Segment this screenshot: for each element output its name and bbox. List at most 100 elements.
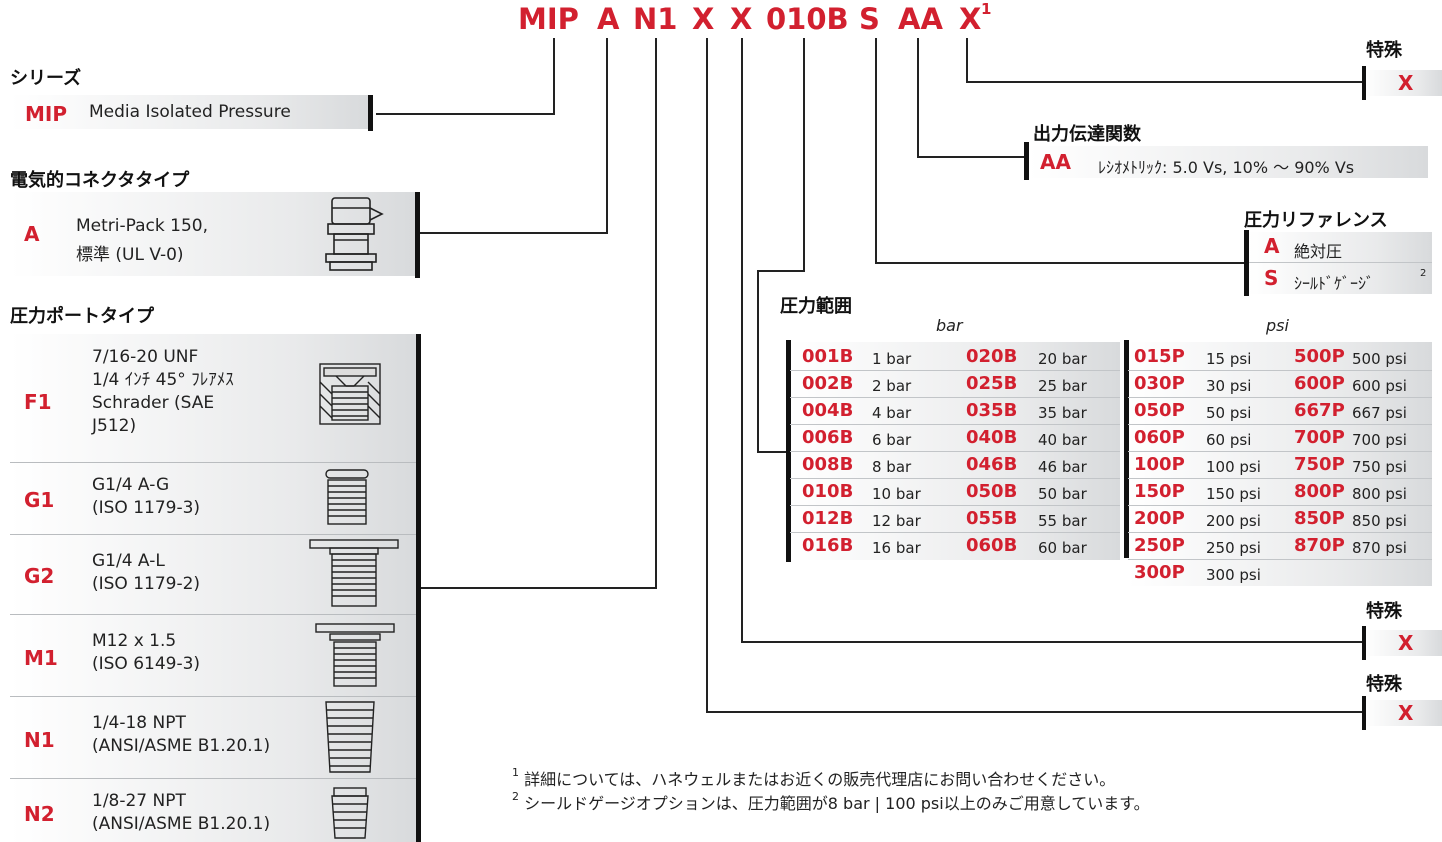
connector-line [420, 232, 608, 234]
output-heading: 出力伝達関数 [1033, 124, 1141, 145]
range-code: 870P [1294, 535, 1345, 556]
range-code: 055B [966, 508, 1018, 529]
connector-line [917, 156, 1025, 158]
range-value: 300 psi [1206, 566, 1261, 584]
range-code: 250P [1134, 535, 1185, 556]
range-code: 667P [1294, 400, 1345, 421]
connector-line [606, 38, 608, 233]
connector-line [917, 38, 919, 157]
reference-description-s: ｼｰﾙﾄﾞｹﾞｰｼﾞ [1294, 274, 1375, 293]
reference-heading: 圧力リファレンス [1244, 210, 1388, 231]
series-code: MIP [25, 102, 68, 126]
range-code: 046B [966, 454, 1018, 475]
connector-line [803, 38, 805, 271]
footnote-1: 1 詳細については、ハネウェルまたはお近くの販売代理店にお問い合わせください。 [512, 766, 1115, 790]
flare-port-icon [319, 363, 381, 425]
code-reference: S [859, 2, 880, 36]
range-value: 2 bar [872, 377, 912, 395]
range-code: 750P [1294, 454, 1345, 475]
range-code: 100P [1134, 454, 1185, 475]
code-footnote-mark: 1 [981, 0, 992, 18]
range-code: 150P [1134, 481, 1185, 502]
connector-line [741, 38, 743, 642]
connector-line [758, 270, 805, 272]
footnote-1-text: 詳細については、ハネウェルまたはお近くの販売代理店にお問い合わせください。 [524, 770, 1116, 789]
range-psi-table [1128, 342, 1432, 586]
range-value: 870 psi [1352, 539, 1407, 557]
range-psi-label: psi [1266, 316, 1289, 335]
port-code: M1 [24, 646, 58, 670]
connector-line [553, 38, 555, 114]
port-description: M12 x 1.5 (ISO 6149-3) [92, 631, 201, 674]
connector-line [875, 262, 1245, 264]
range-value: 250 psi [1206, 539, 1261, 557]
range-row-divider [1128, 478, 1432, 479]
range-code: 002B [802, 373, 854, 394]
range-value: 40 bar [1038, 431, 1087, 449]
port-row-n1: N1 1/4-18 NPT (ANSI/ASME B1.20.1) [10, 696, 416, 779]
port-heading: 圧力ポートタイプ [10, 306, 154, 327]
port-row-f1: F1 7/16-20 UNF 1/4 ｲﾝﾁ 45° ﾌﾚｱﾒｽ Schrade… [10, 334, 416, 463]
range-code: 850P [1294, 508, 1345, 529]
range-code: 800P [1294, 481, 1345, 502]
range-code: 010B [802, 481, 854, 502]
series-box: MIP Media Isolated Pressure [10, 95, 368, 129]
range-value: 500 psi [1352, 350, 1407, 368]
range-value: 46 bar [1038, 458, 1087, 476]
reference-bar [1244, 230, 1249, 296]
range-row-divider [790, 370, 1120, 371]
range-code: 025B [966, 373, 1018, 394]
m1-port-icon [315, 623, 395, 687]
code-special-1: X [692, 2, 715, 36]
range-value: 55 bar [1038, 512, 1087, 530]
reference-description-a: 絶対圧 [1294, 242, 1343, 261]
connector-line [966, 38, 968, 82]
connector-line [757, 451, 787, 453]
port-description: G1/4 A-L (ISO 1179-2) [92, 551, 201, 594]
code-special-3: X [959, 2, 982, 36]
special-mid-bar [1362, 626, 1366, 660]
connector-icon [325, 197, 384, 271]
special-bottom-code: X [1398, 701, 1414, 725]
special-top-bar [1362, 66, 1366, 100]
range-value: 100 psi [1206, 458, 1261, 476]
code-range: 010B [766, 2, 849, 36]
range-value: 10 bar [872, 485, 921, 503]
connector-line [376, 113, 555, 115]
port-row-m1: M1 M12 x 1.5 (ISO 6149-3) [10, 614, 416, 697]
g2-port-icon [309, 539, 399, 607]
range-value: 8 bar [872, 458, 912, 476]
range-row-divider [790, 424, 1120, 425]
port-description: 1/8-27 NPT (ANSI/ASME B1.20.1) [92, 791, 271, 834]
range-value: 12 bar [872, 512, 921, 530]
reference-footnote-mark: 2 [1420, 268, 1427, 279]
range-value: 60 psi [1206, 431, 1252, 449]
range-code: 030P [1134, 373, 1185, 394]
port-row-n2: N2 1/8-27 NPT (ANSI/ASME B1.20.1) [10, 778, 416, 842]
range-code: 001B [802, 346, 854, 367]
range-row-divider [790, 397, 1120, 398]
connector-line [757, 270, 759, 452]
port-row-g1: G1 G1/4 A-G (ISO 1179-3) [10, 462, 416, 535]
range-value: 600 psi [1352, 377, 1407, 395]
range-value: 20 bar [1038, 350, 1087, 368]
range-value: 50 psi [1206, 404, 1252, 422]
port-code: G2 [24, 564, 55, 588]
range-value: 667 psi [1352, 404, 1407, 422]
reference-code-s: S [1264, 266, 1279, 290]
port-description: 7/16-20 UNF 1/4 ｲﾝﾁ 45° ﾌﾚｱﾒｽ Schrader (… [92, 347, 234, 436]
connector-line [706, 711, 1364, 713]
range-value: 6 bar [872, 431, 912, 449]
range-value: 50 bar [1038, 485, 1087, 503]
range-row: 250P 250 psi 870P 870 psi [1128, 532, 1432, 559]
